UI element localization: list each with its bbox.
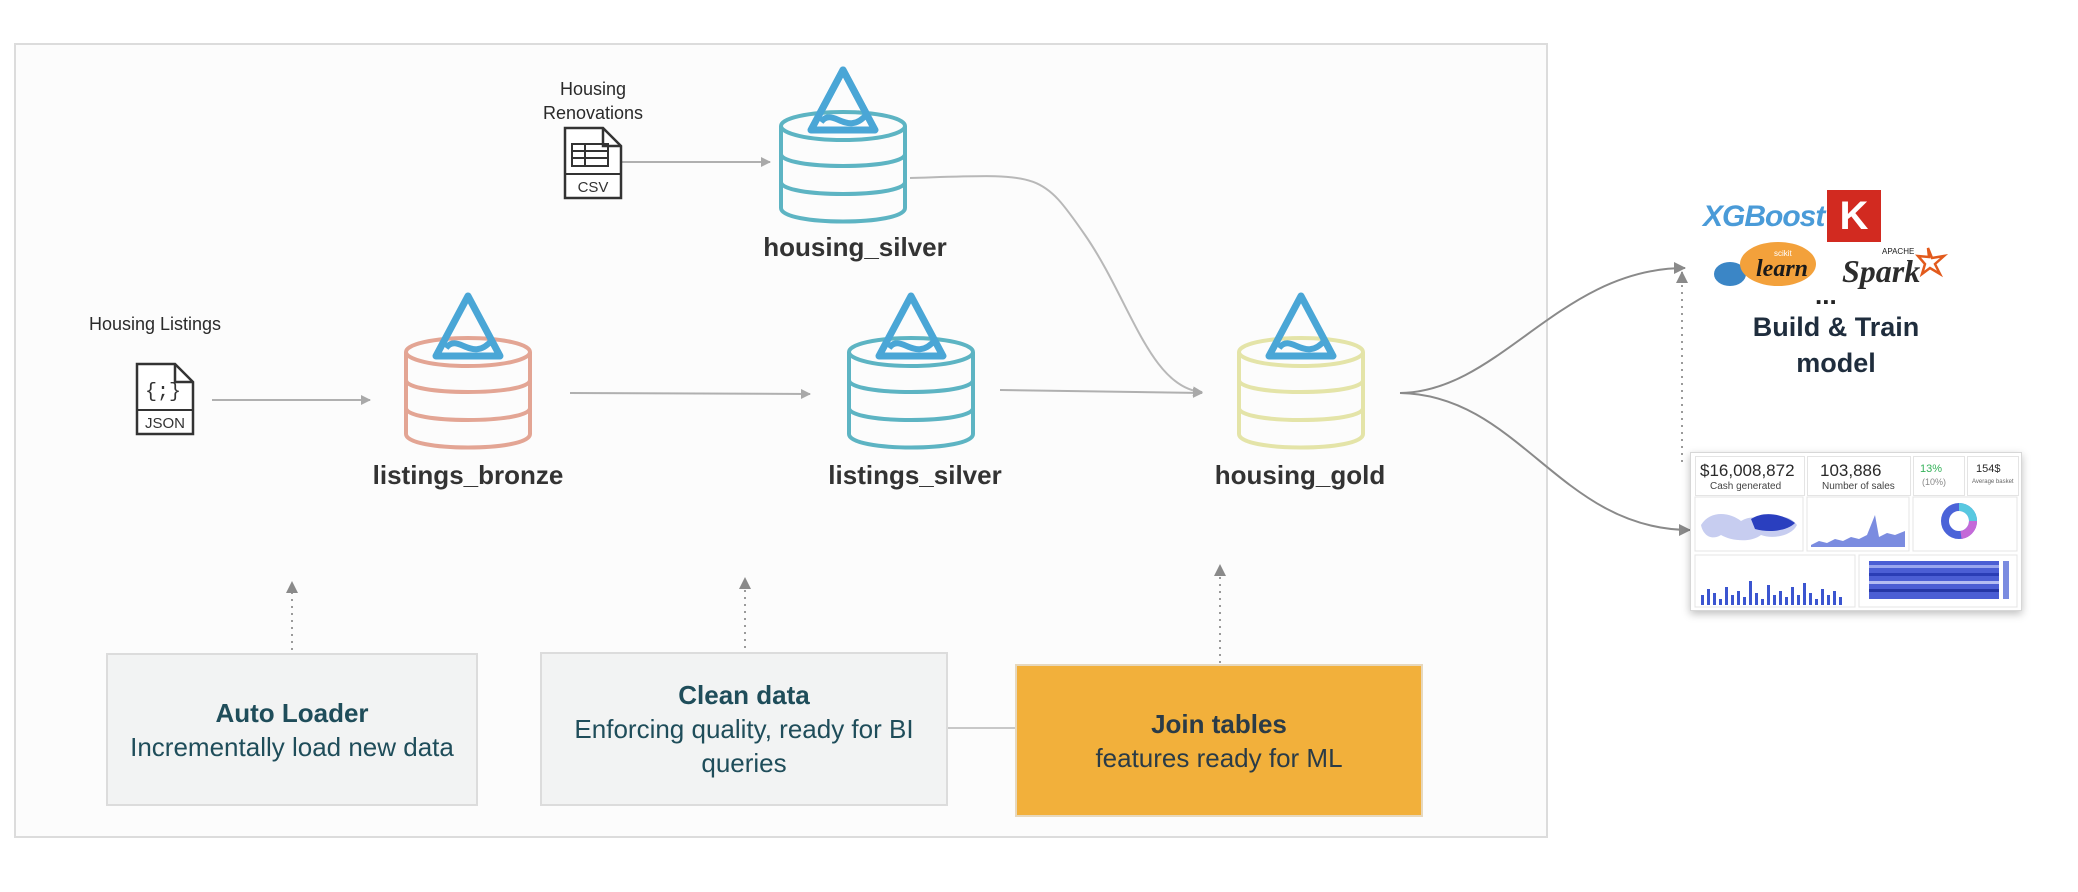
kpi1-caption: Cash generated: [1710, 481, 1782, 492]
json-glyph: {;}: [145, 381, 181, 404]
kpi2-value: 103,886: [1820, 461, 1882, 480]
csv-file-icon: CSV: [563, 126, 623, 200]
spark-logo: APACHE Spark: [1842, 247, 1949, 289]
clean-data-title: Clean data: [678, 680, 810, 710]
auto-loader-title: Auto Loader: [215, 697, 369, 728]
auto-loader-box: Auto Loader Incrementally load new data: [106, 653, 478, 806]
clean-data-subtitle-line1: Enforcing quality, ready for BI: [574, 714, 914, 744]
listings-silver-label: listings_silver: [828, 460, 1002, 490]
clean-data-box: Clean data Enforcing quality, ready for …: [540, 652, 948, 806]
kpi-panel-2: 103,886 Number of sales: [1807, 456, 1911, 496]
arrow-gold-to-dashboard: [1399, 392, 1691, 536]
dashboard-charts: [1694, 496, 2018, 608]
sklearn-small-text: scikit: [1774, 249, 1793, 258]
housing-renovations-line1: Housing: [559, 79, 627, 99]
delta-logo-icon: [875, 292, 947, 360]
auto-loader-subtitle: Incrementally load new data: [130, 731, 454, 762]
arrow-gold-to-ml: [1399, 262, 1686, 394]
clean-data-subtitle-line2: queries: [701, 748, 787, 778]
join-tables-box: Join tables features ready for ML: [1015, 664, 1423, 817]
sklearn-text: learn: [1756, 256, 1808, 282]
housing-silver-label: housing_silver: [763, 232, 947, 262]
ml-ellipsis: ...: [1815, 280, 1837, 310]
map-chart: [1701, 514, 1797, 541]
kpi-panel-3: 13% (10%): [1913, 456, 1965, 496]
bi-dashboard-thumbnail: $16,008,872 Cash generated 103,886 Numbe…: [1690, 452, 2022, 611]
keras-logo: K: [1827, 190, 1881, 242]
build-train-line1: Build & Train: [1752, 312, 1920, 342]
arrow-silver-to-gold: [999, 387, 1203, 398]
kpi4-value: 154$: [1976, 463, 2001, 475]
heatmap-chart: [1869, 561, 2009, 599]
kpi1-value: $16,008,872: [1700, 461, 1795, 480]
kpi3-caption: (10%): [1922, 477, 1947, 487]
housing-renovations-label: Housing Renovations: [530, 77, 656, 125]
listings-bronze-db-icon: [404, 292, 532, 450]
sklearn-logo: scikit learn: [1714, 242, 1816, 286]
housing-listings-label: Housing Listings: [88, 314, 222, 334]
housing-silver-db-icon: [779, 66, 907, 224]
xgboost-logo: XGBoost: [1703, 200, 1825, 233]
kpi3-value: 13%: [1920, 463, 1943, 475]
json-file-icon: {;} JSON: [135, 362, 195, 436]
arrow-housing-silver-to-gold: [909, 175, 1203, 397]
housing-gold-label: housing_gold: [1214, 460, 1386, 490]
kpi-panel-4: 154$ Average basket: [1967, 456, 2019, 496]
join-tables-title: Join tables: [1151, 708, 1287, 739]
arrow-bronze-to-silver: [569, 388, 811, 399]
housing-gold-db-icon: [1237, 292, 1365, 450]
listings-bronze-label: listings_bronze: [372, 460, 564, 490]
bar-chart: [1701, 581, 1842, 605]
area-chart: [1811, 515, 1905, 547]
kpi4-caption: Average basket: [1972, 479, 2014, 485]
join-tables-subtitle: features ready for ML: [1095, 742, 1343, 773]
csv-tag: CSV: [578, 179, 609, 196]
build-train-title: Build & Train model: [1720, 309, 1952, 381]
spark-small-text: APACHE: [1882, 247, 1914, 256]
delta-logo-icon: [1265, 292, 1337, 360]
json-tag: JSON: [145, 415, 185, 432]
kpi-panel-1: $16,008,872 Cash generated: [1695, 456, 1805, 496]
listings-silver-db-icon: [847, 292, 975, 450]
kpi2-caption: Number of sales: [1822, 481, 1895, 492]
spark-text: Spark: [1842, 253, 1920, 289]
delta-logo-icon: [432, 292, 504, 360]
keras-letter: K: [1839, 194, 1869, 238]
build-train-line2: model: [1796, 348, 1876, 378]
housing-renovations-line2: Renovations: [542, 103, 644, 123]
